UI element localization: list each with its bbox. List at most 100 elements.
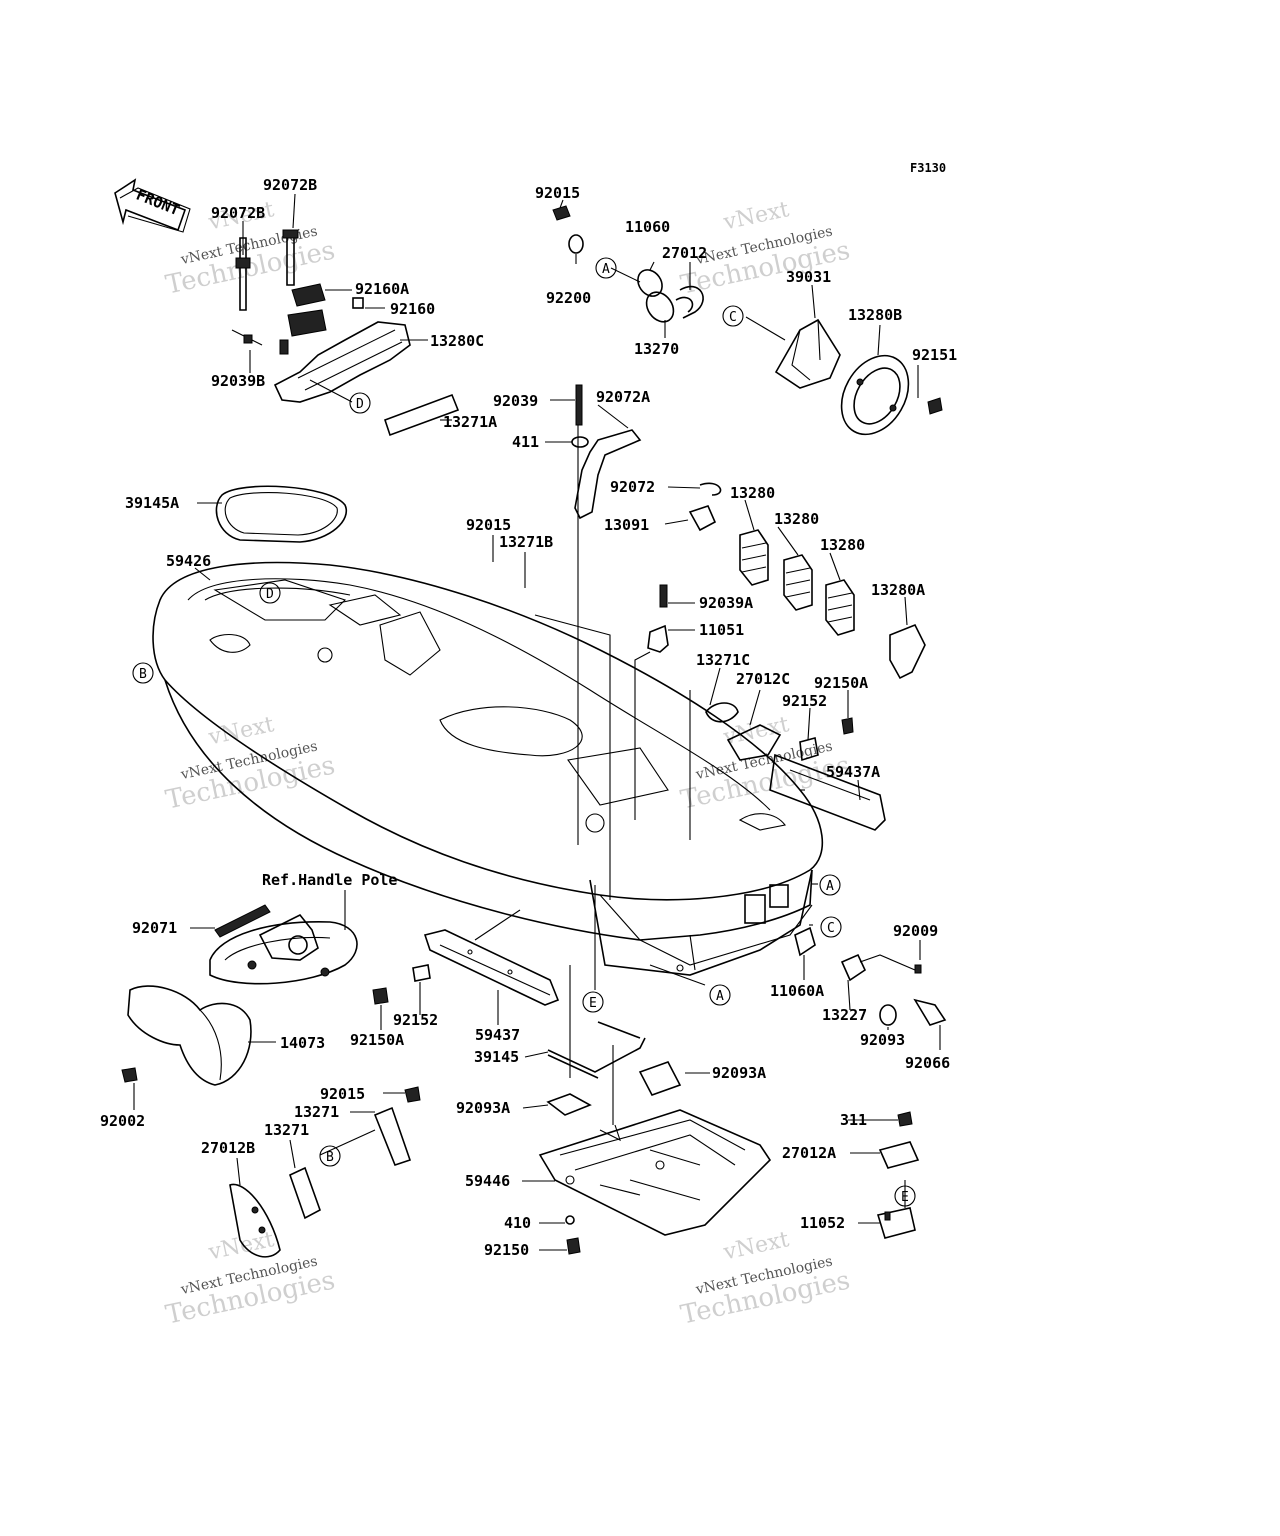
label-13280-a: 13280: [730, 484, 775, 502]
svg-text:vNext: vNext: [721, 1227, 792, 1265]
label-92150: 92150: [484, 1241, 529, 1259]
rear-bracket-plates: [229, 1086, 920, 1258]
handle-pole-bracket: [571, 384, 722, 532]
label-92072A: 92072A: [596, 388, 650, 406]
label-92039: 92039: [493, 392, 538, 410]
label-92039B: 92039B: [211, 372, 265, 390]
svg-text:B: B: [326, 1150, 334, 1165]
svg-text:A: A: [826, 879, 834, 894]
label-13280C: 13280C: [430, 332, 484, 350]
label-13227: 13227: [822, 1006, 867, 1024]
label-11060: 11060: [625, 218, 670, 236]
label-92093: 92093: [860, 1031, 905, 1049]
label-92072B-left: 92072B: [211, 204, 265, 222]
reference-note: Ref.Handle Pole: [262, 871, 397, 889]
label-59426: 59426: [166, 552, 211, 570]
watermark-bottom-left: vNext vNext Technologies Technologies: [163, 1227, 338, 1330]
label-92151: 92151: [912, 346, 957, 364]
label-11051: 11051: [699, 621, 744, 639]
label-92015-top: 92015: [535, 184, 580, 202]
label-13271-b: 13271: [264, 1121, 309, 1139]
label-92015-bot: 92015: [320, 1085, 365, 1103]
svg-text:D: D: [266, 587, 274, 602]
svg-text:A: A: [602, 262, 610, 277]
ride-plate: [538, 1109, 772, 1255]
label-13280-c: 13280: [820, 536, 865, 554]
label-27012C: 27012C: [736, 670, 790, 688]
svg-text:D: D: [356, 397, 364, 412]
hose-clamp-group: [739, 529, 926, 680]
svg-text:A: A: [716, 989, 724, 1004]
watermark-bottom-right: vNext vNext Technologies Technologies: [678, 1227, 853, 1330]
label-11052: 11052: [800, 1214, 845, 1232]
svg-text:E: E: [589, 996, 597, 1011]
label-92015-mid: 92015: [466, 516, 511, 534]
label-92160A: 92160A: [355, 280, 409, 298]
svg-text:vNext: vNext: [721, 197, 792, 235]
part-labels: 92072B 92072B 92160A 92160 13280C 92039B…: [100, 176, 957, 1259]
svg-text:C: C: [827, 921, 835, 936]
label-27012B: 27012B: [201, 1139, 255, 1157]
callout-markers: A C D D B A C A E B E: [132, 257, 916, 1207]
engine-hood-bracket-assembly: [231, 229, 460, 437]
label-59446: 59446: [465, 1172, 510, 1190]
label-11060A: 11060A: [770, 982, 824, 1000]
intake-duct: [121, 985, 252, 1086]
label-92071: 92071: [132, 919, 177, 937]
rub-rail-strip: [372, 929, 560, 1006]
label-13280-b: 13280: [774, 510, 819, 528]
label-59437A: 59437A: [826, 763, 880, 781]
right-side-fittings: [647, 584, 886, 831]
label-92160: 92160: [390, 300, 435, 318]
label-13280A: 13280A: [871, 581, 925, 599]
svg-text:C: C: [729, 310, 737, 325]
label-59437: 59437: [475, 1026, 520, 1044]
label-13280B: 13280B: [848, 306, 902, 324]
label-92002: 92002: [100, 1112, 145, 1130]
watermark-mid-right: vNext vNext Technologies Technologies: [678, 712, 853, 815]
svg-text:E: E: [901, 1190, 909, 1205]
front-arrow-icon: FRONT: [114, 178, 191, 233]
label-92072: 92072: [610, 478, 655, 496]
label-92093A-right: 92093A: [712, 1064, 766, 1082]
label-410: 410: [504, 1214, 531, 1232]
label-39031: 39031: [786, 268, 831, 286]
label-92072B-top: 92072B: [263, 176, 317, 194]
label-27012: 27012: [662, 244, 707, 262]
svg-text:FRONT: FRONT: [134, 186, 183, 220]
label-13271C: 13271C: [696, 651, 750, 669]
label-14073: 14073: [280, 1034, 325, 1052]
label-92150A-right: 92150A: [814, 674, 868, 692]
vent-cover-assembly: [774, 318, 943, 436]
label-92152-left: 92152: [393, 1011, 438, 1029]
lower-seal-group: [546, 1021, 682, 1116]
svg-text:vNext: vNext: [206, 712, 277, 750]
label-27012A: 27012A: [782, 1144, 836, 1162]
svg-text:vNext: vNext: [206, 1227, 277, 1265]
label-92009: 92009: [893, 922, 938, 940]
label-92066: 92066: [905, 1054, 950, 1072]
hull-deck: [152, 561, 824, 976]
label-92200: 92200: [546, 289, 591, 307]
label-411: 411: [512, 433, 539, 451]
hatch-seal-ring: [215, 485, 348, 543]
label-13091: 13091: [604, 516, 649, 534]
label-92093A-left: 92093A: [456, 1099, 510, 1117]
label-13271A: 13271A: [443, 413, 497, 431]
label-92152-right: 92152: [782, 692, 827, 710]
cover-plate-group: [552, 205, 704, 323]
label-13271B: 13271B: [499, 533, 553, 551]
leader-lines: [133, 193, 941, 1251]
label-39145: 39145: [474, 1048, 519, 1066]
label-92039A: 92039A: [699, 594, 753, 612]
label-39145A: 39145A: [125, 494, 179, 512]
label-13271-a: 13271: [294, 1103, 339, 1121]
handle-pole-mount: [209, 904, 358, 985]
label-13270: 13270: [634, 340, 679, 358]
figure-code: F3130: [910, 161, 946, 175]
svg-text:B: B: [139, 667, 147, 682]
drain-plug-group: [794, 926, 947, 1026]
label-311: 311: [840, 1111, 867, 1129]
label-92150A-left: 92150A: [350, 1031, 404, 1049]
